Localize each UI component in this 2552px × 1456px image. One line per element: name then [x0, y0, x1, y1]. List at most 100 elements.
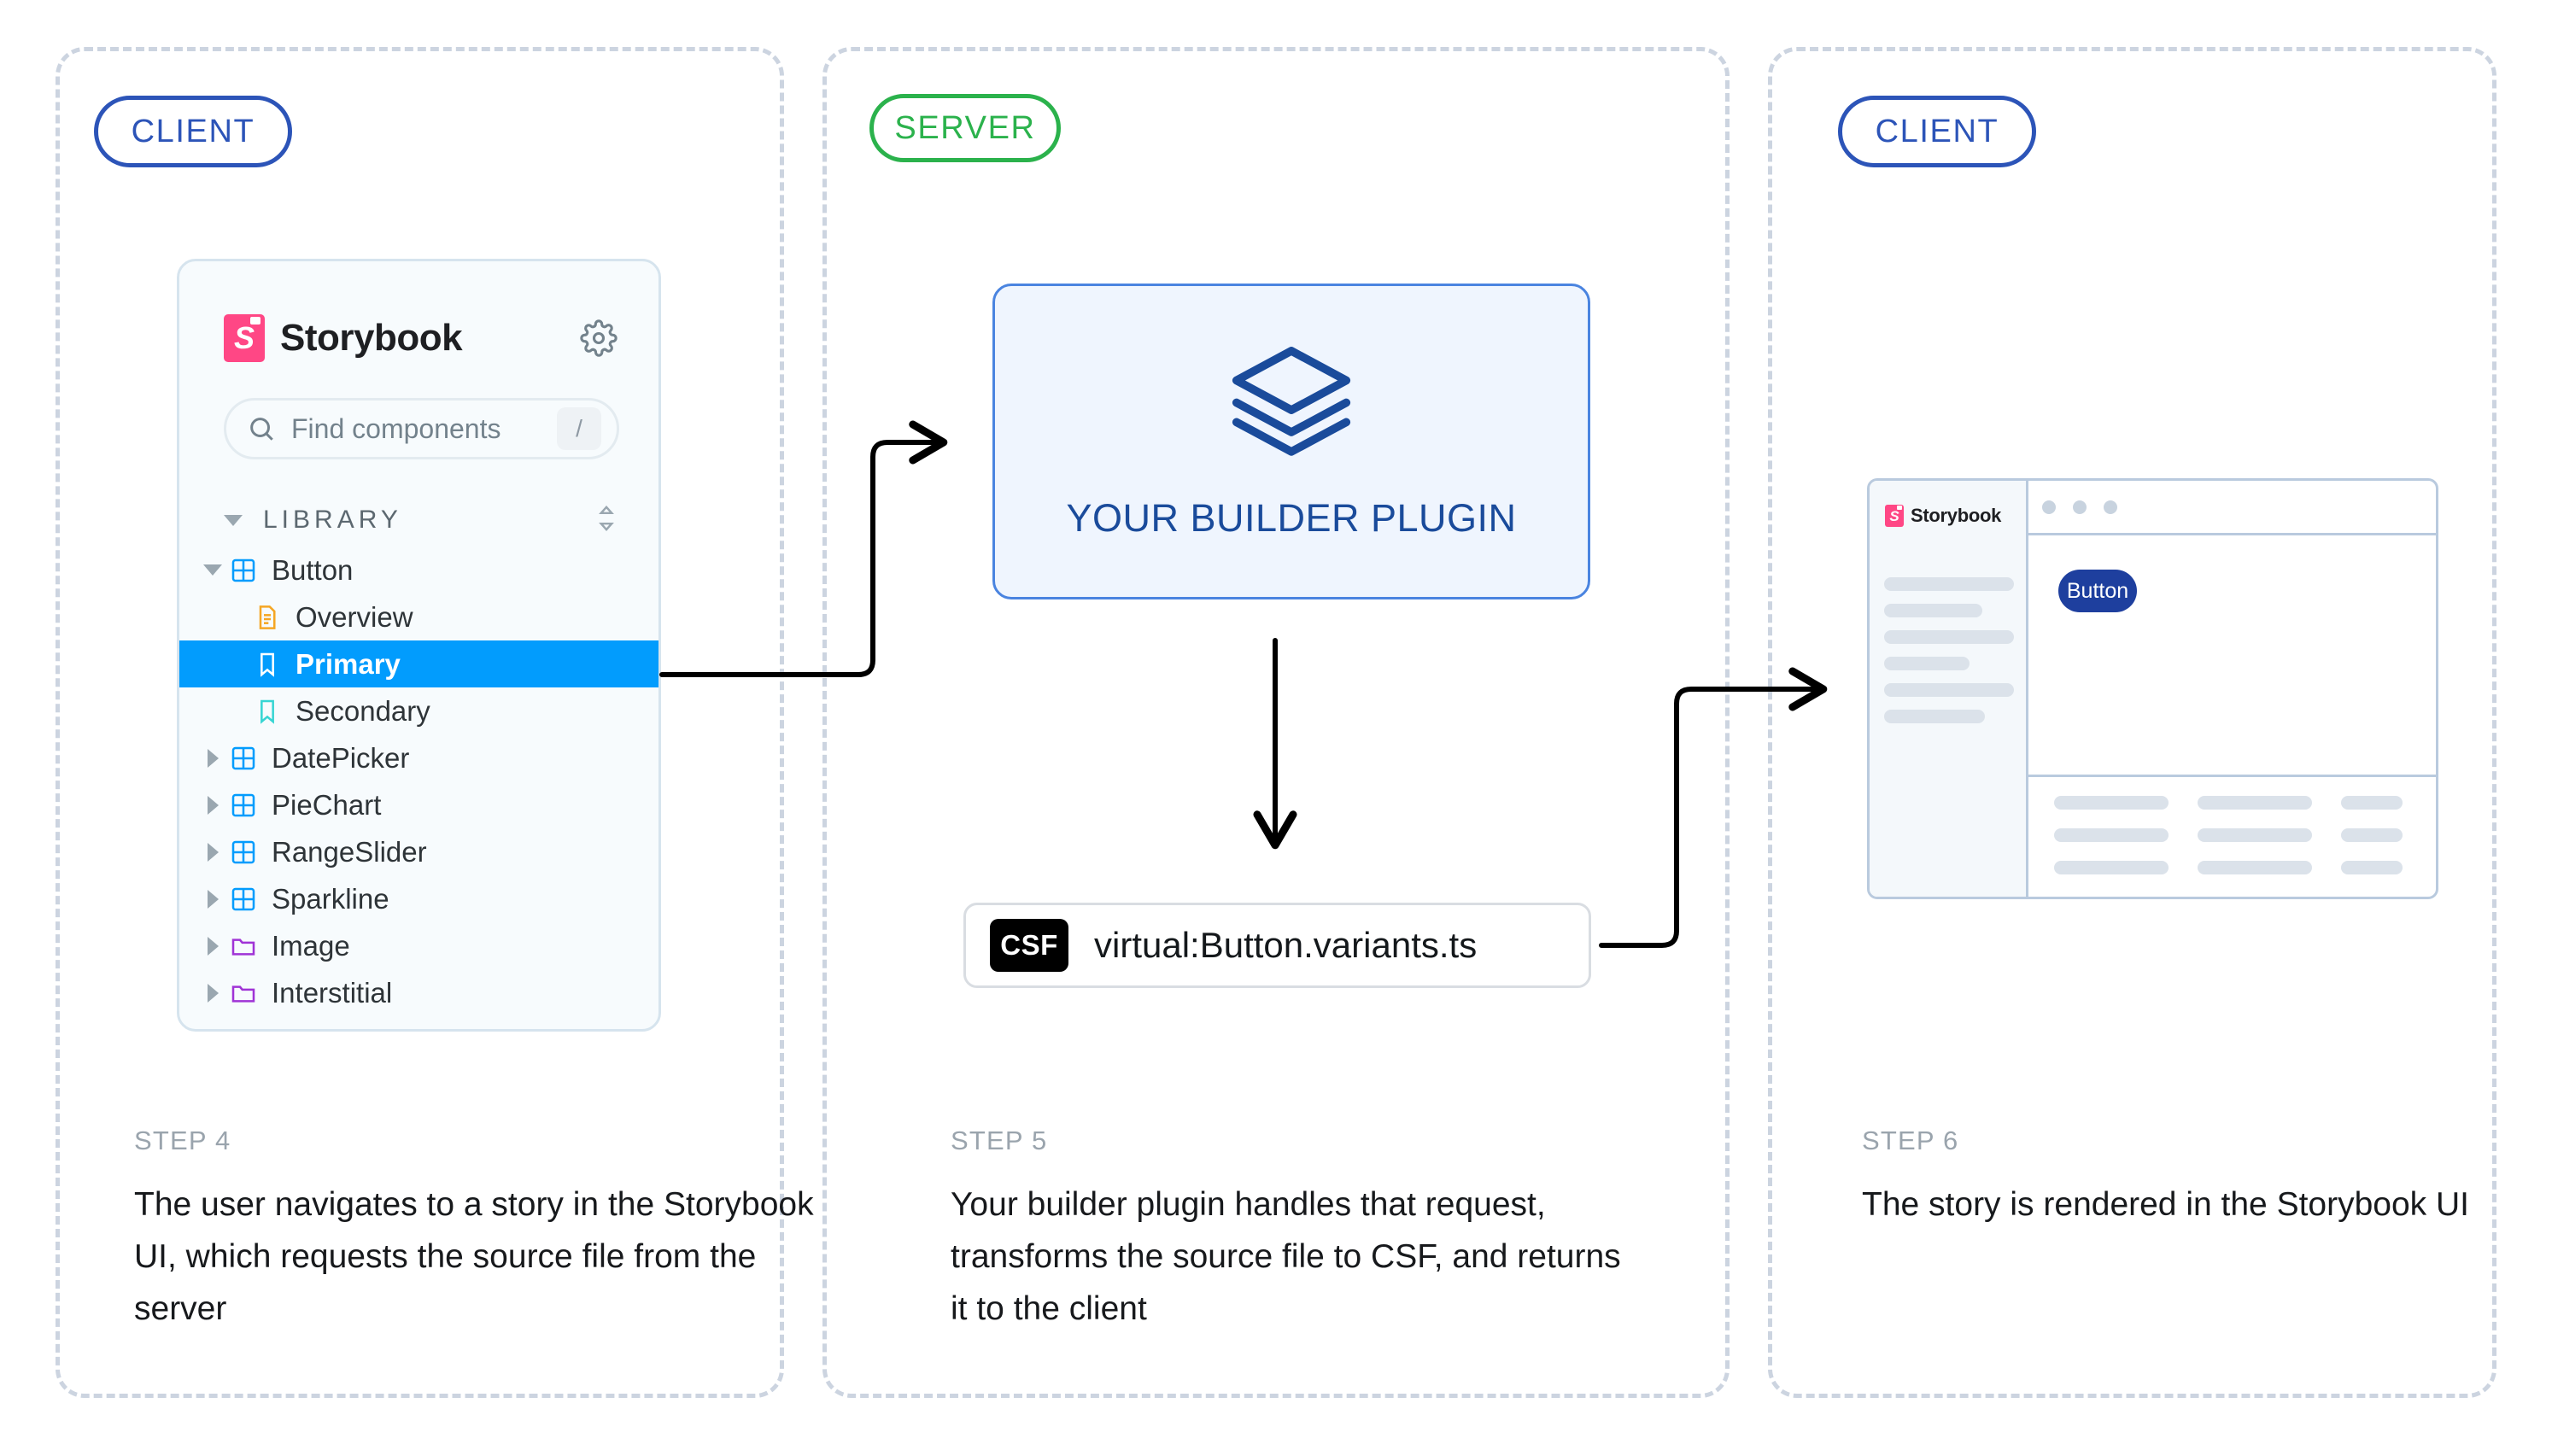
tree-item-image[interactable]: Image [179, 922, 658, 969]
badge-client-right: CLIENT [1838, 96, 2036, 167]
placeholder-bar [2198, 828, 2312, 842]
mini-main-area: Button [2028, 481, 2436, 897]
placeholder-bar [1884, 710, 1985, 723]
component-icon [227, 883, 260, 915]
tree-item-label: Button [272, 553, 354, 586]
placeholder-bar [2054, 861, 2169, 874]
toolbar-dot-icon [2042, 500, 2056, 514]
tree-item-label: Secondary [296, 694, 430, 727]
search-placeholder: Find components [291, 412, 501, 444]
tree-item-sparkline[interactable]: Sparkline [179, 875, 658, 922]
csf-file-chip: CSF virtual:Button.variants.ts [963, 903, 1591, 988]
step-4-caption: STEP 4 The user navigates to a story in … [134, 1126, 817, 1336]
step-description: The user navigates to a story in the Sto… [134, 1186, 814, 1328]
layers-icon [1227, 342, 1355, 459]
chevron-right-icon [198, 983, 227, 1003]
tree-item-label: Interstitial [272, 976, 393, 1009]
component-tree: LIBRARY Button [179, 494, 658, 1016]
folder-icon [227, 977, 260, 1009]
placeholder-bar [2198, 861, 2312, 874]
mini-story-canvas: Button [2028, 535, 2436, 775]
addon-column [2198, 796, 2312, 897]
gear-icon[interactable] [580, 319, 618, 357]
placeholder-bar [1884, 577, 2014, 591]
search-icon [247, 414, 276, 443]
chevron-right-icon [198, 795, 227, 815]
placeholder-bar [2198, 796, 2312, 810]
step-description: Your builder plugin handles that request… [951, 1186, 1621, 1328]
component-icon [227, 742, 260, 775]
mini-brand-row: S Storybook [1885, 505, 2001, 527]
tree-item-rangeslider[interactable]: RangeSlider [179, 828, 658, 875]
rendered-story-button[interactable]: Button [2058, 570, 2137, 612]
placeholder-bar [2054, 828, 2169, 842]
tree-item-label: DatePicker [272, 741, 410, 774]
placeholder-bar [2054, 796, 2169, 810]
mini-toolbar [2028, 481, 2436, 535]
storybook-sidebar-card: S Storybook Find components / LIBRARY [177, 259, 661, 1032]
placeholder-bar [2341, 861, 2403, 874]
tree-item-primary[interactable]: Primary [179, 640, 658, 687]
step-kicker: STEP 5 [951, 1126, 1048, 1155]
docs-icon [251, 601, 284, 634]
tree-item-label: Image [272, 929, 350, 962]
story-icon [251, 695, 284, 728]
addon-column [2054, 796, 2169, 897]
tree-section-label: LIBRARY [263, 506, 402, 534]
tree-item-overview[interactable]: Overview [179, 594, 658, 640]
tree-item-datepicker[interactable]: DatePicker [179, 734, 658, 781]
storybook-brand-row: S Storybook [224, 311, 618, 365]
placeholder-bar [2341, 796, 2403, 810]
badge-server: SERVER [869, 94, 1061, 162]
storybook-wordmark: Storybook [280, 317, 463, 359]
placeholder-bar [2341, 828, 2403, 842]
csf-filename: virtual:Button.variants.ts [1094, 925, 1478, 965]
storybook-logo-icon: S [1885, 505, 1904, 527]
mini-nav-placeholder-list [1884, 577, 2014, 736]
csf-badge: CSF [990, 919, 1068, 972]
step-kicker: STEP 6 [1862, 1126, 1959, 1155]
placeholder-bar [1884, 683, 2014, 697]
step-kicker: STEP 4 [134, 1126, 231, 1155]
story-icon [251, 648, 284, 681]
placeholder-bar [1884, 604, 1982, 617]
tree-item-piechart[interactable]: PieChart [179, 781, 658, 828]
chevron-down-icon [224, 514, 243, 526]
placeholder-bar [1884, 657, 1970, 670]
tree-section-library[interactable]: LIBRARY [179, 494, 658, 547]
tree-item-label: Overview [296, 600, 413, 633]
builder-plugin-box: YOUR BUILDER PLUGIN [992, 284, 1590, 599]
tree-item-interstitial[interactable]: Interstitial [179, 969, 658, 1016]
tree-item-secondary[interactable]: Secondary [179, 687, 658, 734]
toolbar-dot-icon [2073, 500, 2087, 514]
placeholder-bar [1884, 630, 2014, 644]
step-description: The story is rendered in the Storybook U… [1862, 1186, 2470, 1223]
mini-wordmark: Storybook [1911, 505, 2002, 526]
addon-column [2341, 796, 2403, 897]
builder-plugin-label: YOUR BUILDER PLUGIN [1066, 496, 1517, 540]
chevron-right-icon [198, 936, 227, 956]
mini-sidebar: S Storybook [1870, 481, 2028, 897]
sort-icon[interactable] [595, 504, 618, 537]
tree-item-label: Sparkline [272, 882, 389, 915]
component-icon [227, 836, 260, 868]
component-icon [227, 554, 260, 587]
chevron-right-icon [198, 842, 227, 862]
chevron-right-icon [198, 748, 227, 768]
badge-client-left: CLIENT [94, 96, 292, 167]
folder-icon [227, 930, 260, 962]
search-input[interactable]: Find components / [224, 398, 619, 459]
component-icon [227, 789, 260, 822]
search-shortcut-key: / [557, 407, 601, 450]
step-6-caption: STEP 6 The story is rendered in the Stor… [1862, 1126, 2545, 1231]
lane-client-left [56, 47, 784, 1398]
tree-item-label: PieChart [272, 788, 382, 821]
chevron-down-icon [198, 564, 227, 576]
mini-storybook-preview: S Storybook Button [1867, 478, 2438, 899]
toolbar-dot-icon [2104, 500, 2117, 514]
tree-item-button[interactable]: Button [179, 547, 658, 594]
chevron-right-icon [198, 889, 227, 909]
mini-addons-panel [2028, 775, 2436, 897]
tree-item-label: Primary [296, 647, 401, 680]
